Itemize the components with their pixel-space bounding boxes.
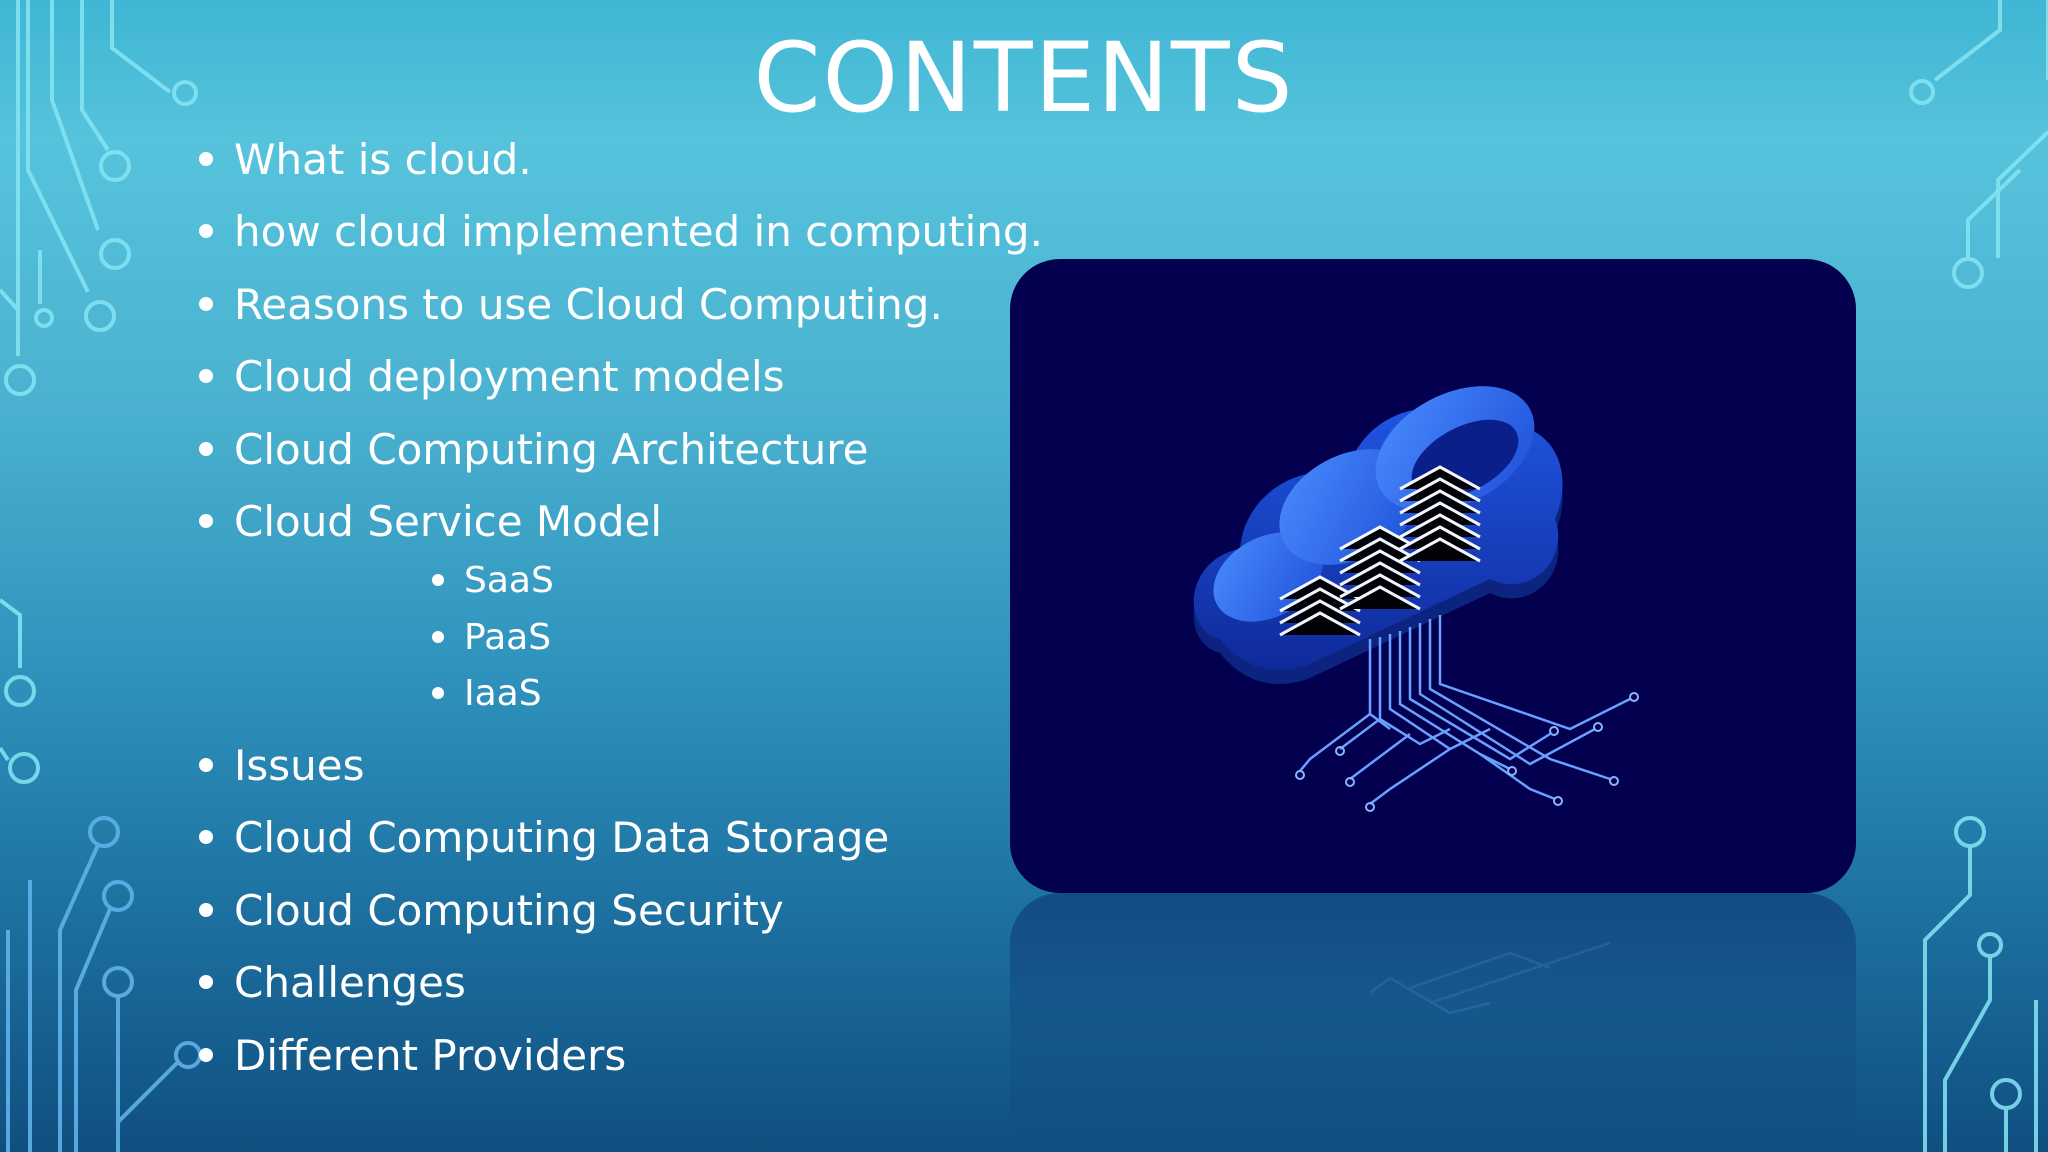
sub-item-iaas: IaaS <box>432 673 542 714</box>
list-item-challenges: Challenges <box>199 958 466 1007</box>
list-item-security: Cloud Computing Security <box>199 886 784 935</box>
cloud-server-icon <box>1193 386 1639 812</box>
list-item-issues: Issues <box>199 741 365 790</box>
list-item-providers: Different Providers <box>198 1031 627 1080</box>
cloud-computing-image <box>1010 259 1856 893</box>
image-reflection <box>1010 893 1856 1152</box>
sub-item-saas: SaaS <box>432 560 554 601</box>
list-item-cloud-in-computing: how cloud implemented in computing. <box>199 207 1043 256</box>
list-item-deployment-models: Cloud deployment models <box>199 352 785 401</box>
list-item-reasons: Reasons to use Cloud Computing. <box>199 280 943 329</box>
list-item-service-model: Cloud Service Model <box>199 497 662 546</box>
list-item-what-is-cloud: What is cloud. <box>199 135 532 184</box>
list-item-data-storage: Cloud Computing Data Storage <box>198 813 890 862</box>
list-item-architecture: Cloud Computing Architecture <box>198 425 869 474</box>
sub-item-paas: PaaS <box>431 617 552 658</box>
slide-title: CONTENTS <box>753 22 1295 134</box>
